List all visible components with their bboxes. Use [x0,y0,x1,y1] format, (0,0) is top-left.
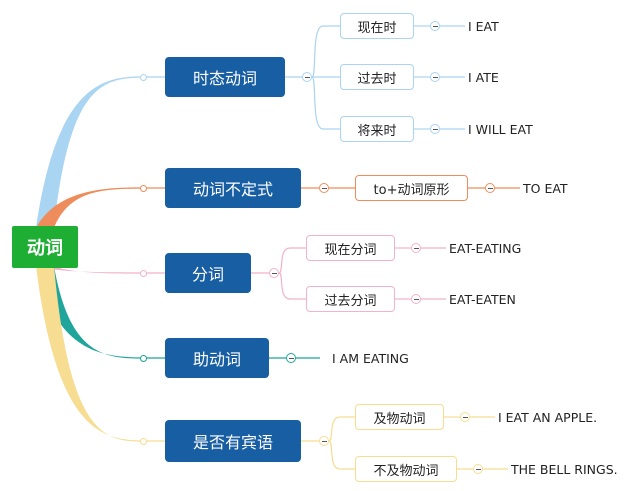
subtopic-node[interactable]: 过去时 [340,64,414,90]
collapse-toggle-icon[interactable] [319,183,329,193]
branch-connector [36,76,143,228]
collapse-toggle-icon[interactable] [473,464,483,474]
subtopic-node[interactable]: 现在分词 [306,235,395,261]
subtopic-node[interactable]: to+动词原形 [355,175,468,201]
collapse-toggle-icon[interactable] [286,353,296,363]
collapse-toggle-icon[interactable] [269,268,279,278]
subtopic-node[interactable]: 将来时 [340,116,414,142]
branch-connector [36,266,143,442]
collapse-toggle-icon[interactable] [411,243,421,253]
branch-node-3[interactable]: 分词 [165,253,251,293]
collapse-toggle-icon[interactable] [460,412,470,422]
subtopic-node[interactable]: 不及物动词 [355,456,457,482]
branch-anchor-dot [139,269,147,277]
subtopic-node[interactable]: 及物动词 [355,404,444,430]
leaf-text: I WILL EAT [468,121,533,137]
collapse-toggle-icon[interactable] [430,21,440,31]
branch-node-2[interactable]: 动词不定式 [165,168,301,208]
branch-node-5[interactable]: 是否有宾语 [165,420,301,462]
branch-anchor-dot [139,184,147,192]
leaf-text: THE BELL RINGS. [511,461,618,477]
leaf-text: I ATE [468,69,499,85]
collapse-toggle-icon[interactable] [485,183,495,193]
collapse-toggle-icon[interactable] [411,294,421,304]
leaf-text: EAT-EATEN [449,291,516,307]
leaf-text: I EAT [468,18,499,34]
collapse-toggle-icon[interactable] [430,124,440,134]
branch-connector [36,187,143,228]
branch-anchor-dot [139,437,147,445]
branch-anchor-dot [139,354,147,362]
collapse-toggle-icon[interactable] [302,72,312,82]
leaf-text: EAT-EATING [449,240,522,256]
collapse-toggle-icon[interactable] [319,436,329,446]
branch-node-1[interactable]: 时态动词 [165,57,285,97]
branch-node-4[interactable]: 助动词 [165,338,269,378]
subtopic-node[interactable]: 现在时 [340,13,414,39]
branch-anchor-dot [139,73,147,81]
leaf-text: I EAT AN APPLE. [498,409,598,425]
root-node[interactable]: 动词 [12,226,78,268]
collapse-toggle-icon[interactable] [430,72,440,82]
subtopic-node[interactable]: 过去分词 [306,286,395,312]
leaf-text: I AM EATING [332,350,409,366]
leaf-text: TO EAT [523,180,568,196]
